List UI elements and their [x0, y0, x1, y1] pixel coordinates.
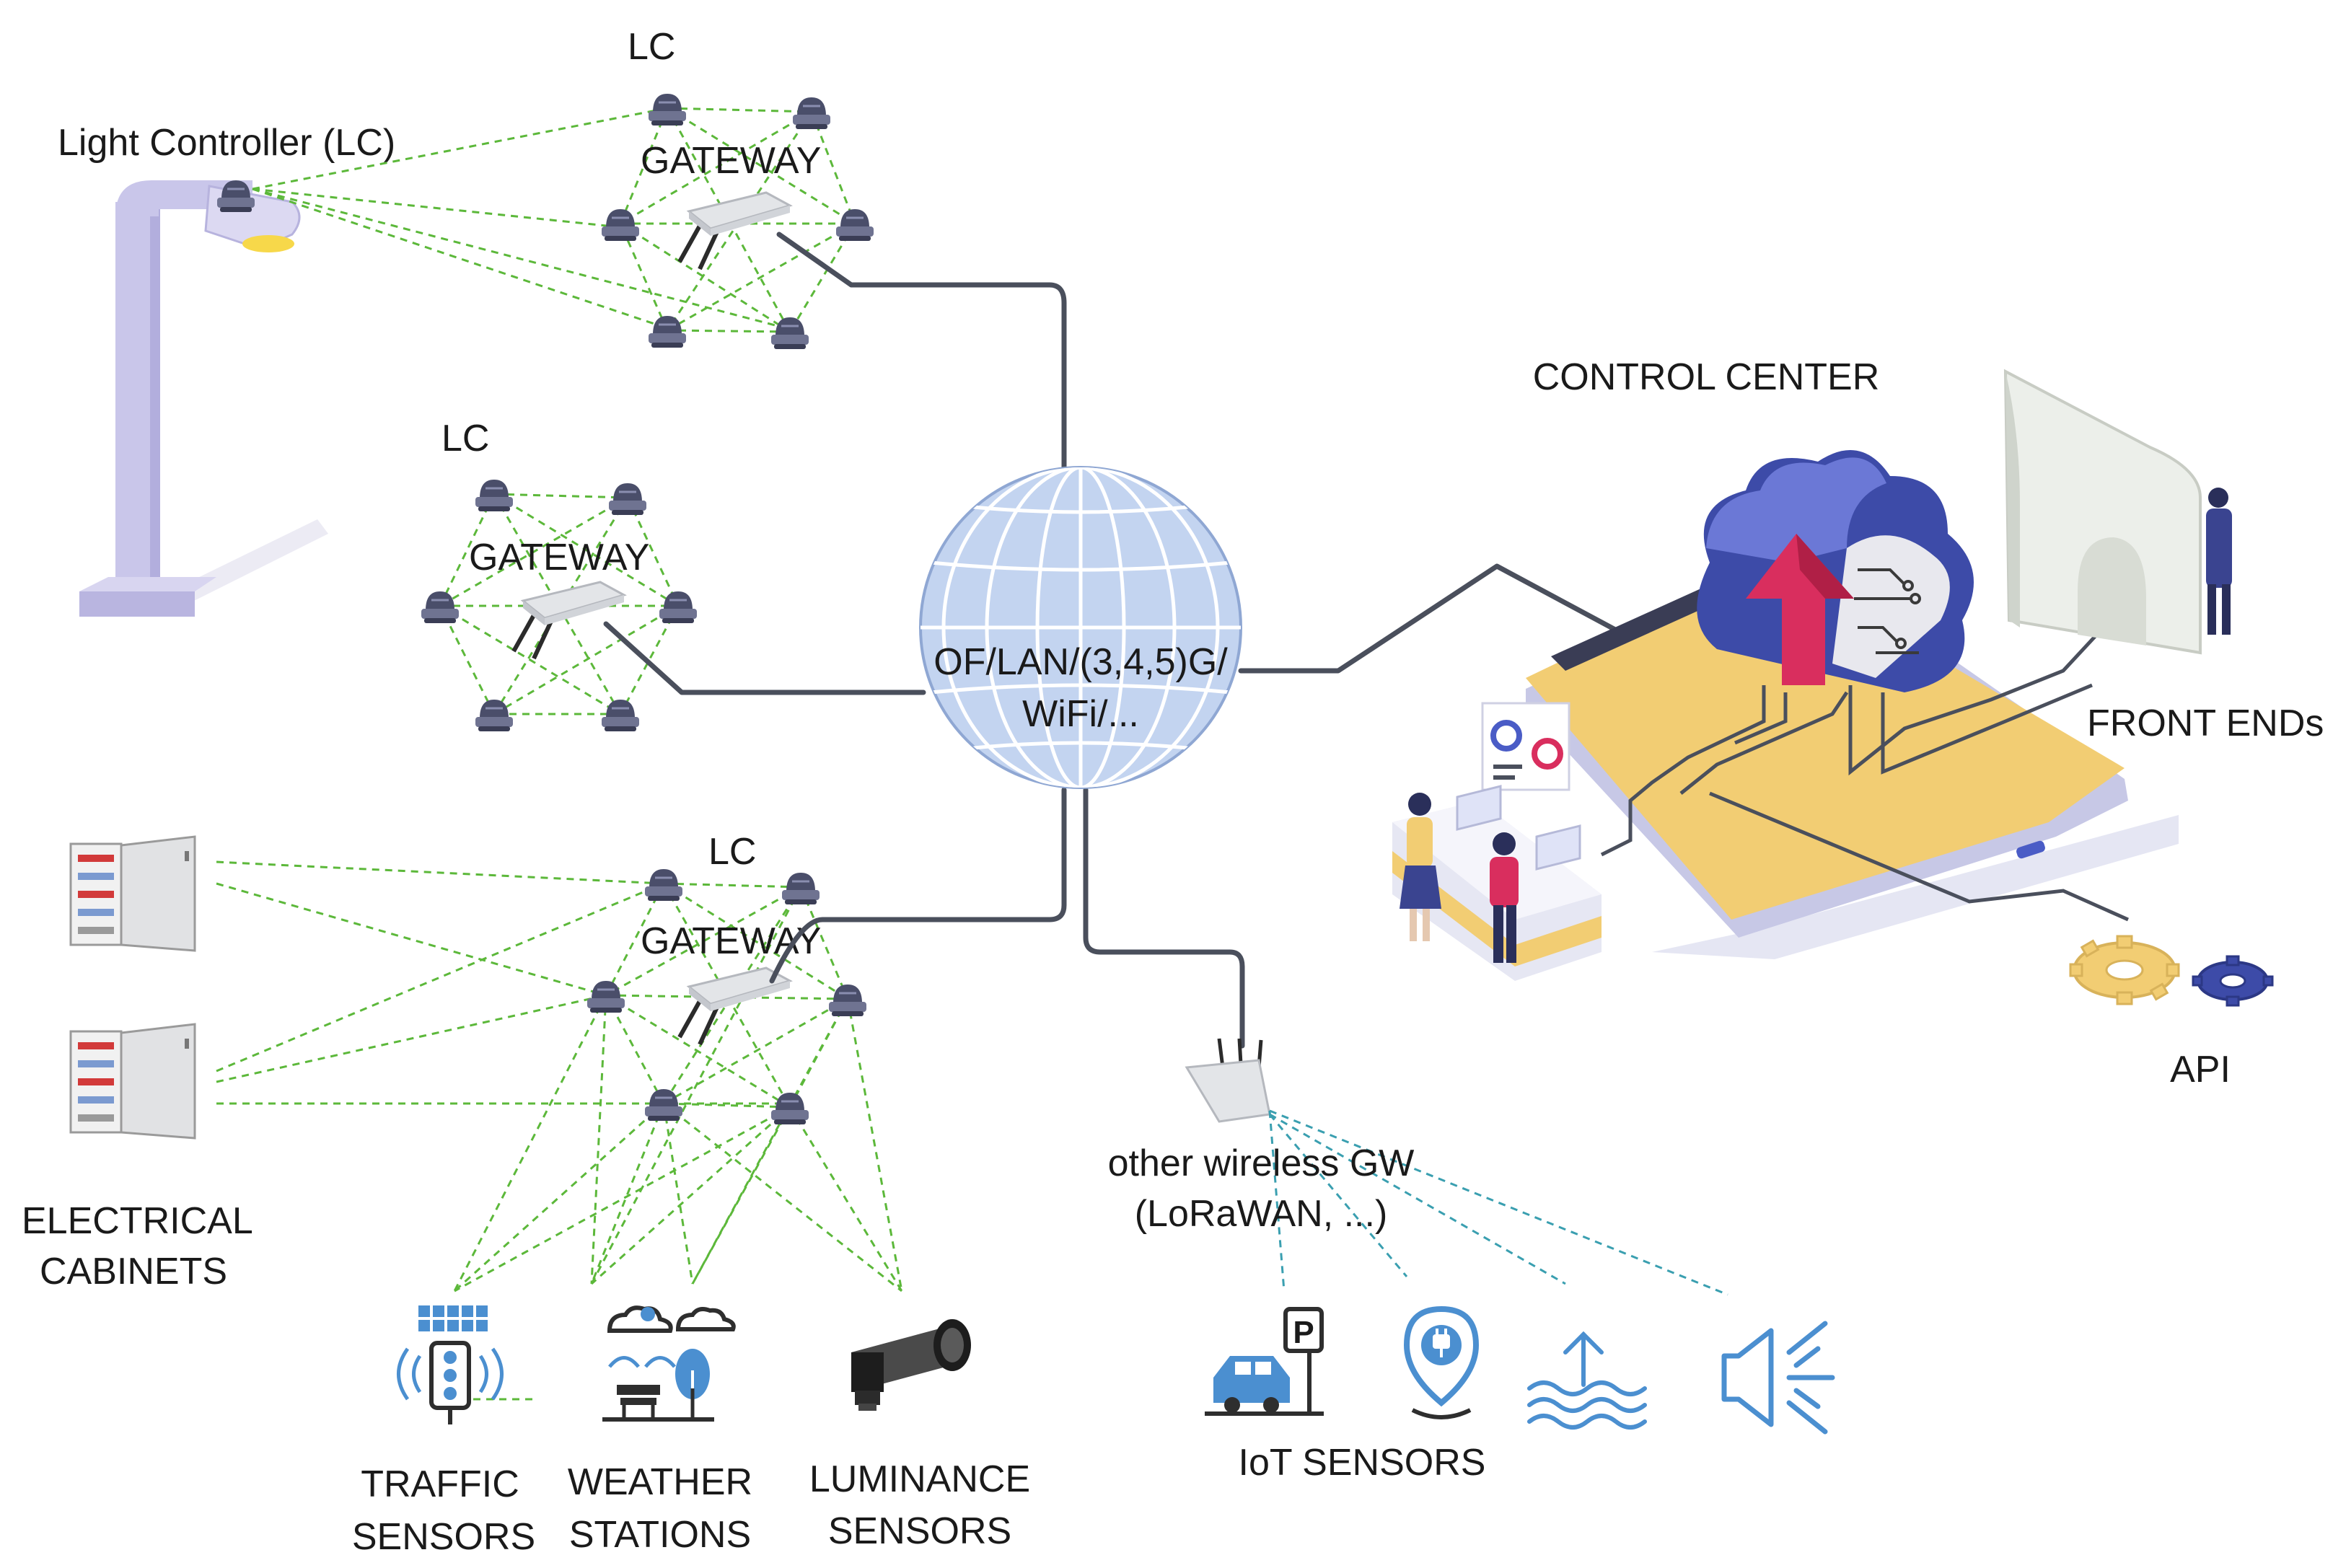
charging-pin-icon	[1403, 1305, 1480, 1419]
lc-node	[781, 871, 821, 906]
control-center-label: CONTROL CENTER	[1533, 356, 1880, 398]
lc-label-3: LC	[708, 831, 756, 873]
lc-node	[600, 208, 641, 242]
luminance-sensors-label-line1: LUMINANCE	[809, 1458, 1030, 1500]
luminance-sensors-label-line2: SENSORS	[828, 1510, 1011, 1552]
front-ends-label: FRONT ENDs	[2087, 702, 2324, 744]
network-label-line2: WiFi/...	[1022, 693, 1139, 735]
lc-node	[770, 316, 810, 351]
lc-node	[607, 482, 648, 516]
wireless-router-icon	[1185, 1038, 1271, 1123]
lc-node	[827, 983, 868, 1018]
person-icon	[1400, 793, 1441, 941]
lc-node	[600, 698, 641, 733]
api-label: API	[2170, 1049, 2231, 1091]
electrical-cabinets-label-line2: CABINETS	[40, 1251, 227, 1292]
electrical-cabinets-label-line1: ELECTRICAL	[22, 1200, 253, 1242]
lc-node	[647, 92, 687, 127]
mesh-links-cluster-3	[216, 860, 903, 1401]
lc-node	[420, 590, 460, 625]
electrical-cabinet-icon	[69, 835, 196, 952]
lc-node	[791, 96, 832, 131]
lc-label-2: LC	[441, 418, 489, 459]
globe-icon	[919, 466, 1242, 789]
tablet-platform	[1526, 555, 2179, 959]
person-icon	[2206, 488, 2232, 635]
lc-node	[770, 1091, 810, 1126]
lc-node	[658, 590, 698, 625]
speaker-noise-icon	[1721, 1321, 1835, 1435]
lc-node	[586, 979, 626, 1014]
weather-stations-label-line1: WEATHER	[568, 1461, 752, 1503]
wireless-router-icon	[680, 193, 790, 269]
lc-node	[835, 208, 875, 242]
lc-node	[643, 1088, 684, 1122]
cloud-icon	[1697, 450, 1974, 692]
lc-node	[474, 698, 514, 733]
monitor-icon	[2003, 369, 2202, 655]
other-wireless-gw-label-line1: other wireless GW	[1108, 1142, 1415, 1184]
luminance-sensor-icon	[851, 1319, 971, 1411]
lc-node	[647, 314, 687, 349]
water-level-icon	[1527, 1331, 1647, 1430]
weather-station-icon	[602, 1305, 736, 1422]
other-wireless-gw-label-line2: (LoRaWAN, ...)	[1135, 1193, 1388, 1235]
person-icon	[1490, 832, 1519, 963]
upload-arrow-icon	[1746, 534, 1854, 685]
iot-sensors-label: IoT SENSORS	[1239, 1442, 1486, 1484]
electrical-cabinet-icon	[69, 1023, 196, 1140]
gear-icon	[2192, 955, 2274, 1007]
network-wires	[603, 232, 1749, 1049]
network-label-line1: OF/LAN/(3,4,5)G/	[933, 641, 1228, 683]
traffic-sensors-label-line2: SENSORS	[352, 1516, 535, 1558]
traffic-light-icon	[397, 1305, 504, 1424]
mesh-links-cluster-2	[439, 493, 680, 715]
light-controller-label: Light Controller (LC)	[58, 122, 395, 164]
lc-node	[643, 868, 684, 902]
control-center-wires	[1600, 565, 2159, 922]
gateway-label-1: GATEWAY	[641, 140, 821, 182]
parking-car-icon: P	[1205, 1307, 1324, 1416]
gateway-label-2: GATEWAY	[469, 537, 649, 578]
iot-wireless-links	[1268, 1109, 1728, 1296]
weather-stations-label-line2: STATIONS	[569, 1514, 751, 1556]
parking-sign-letter: P	[1293, 1315, 1314, 1350]
lc-node	[474, 478, 514, 513]
lc-label-1: LC	[628, 26, 675, 68]
traffic-sensors-label-line1: TRAFFIC	[361, 1463, 519, 1505]
street-lamp-icon	[79, 179, 328, 617]
gear-icon	[2069, 935, 2180, 1005]
